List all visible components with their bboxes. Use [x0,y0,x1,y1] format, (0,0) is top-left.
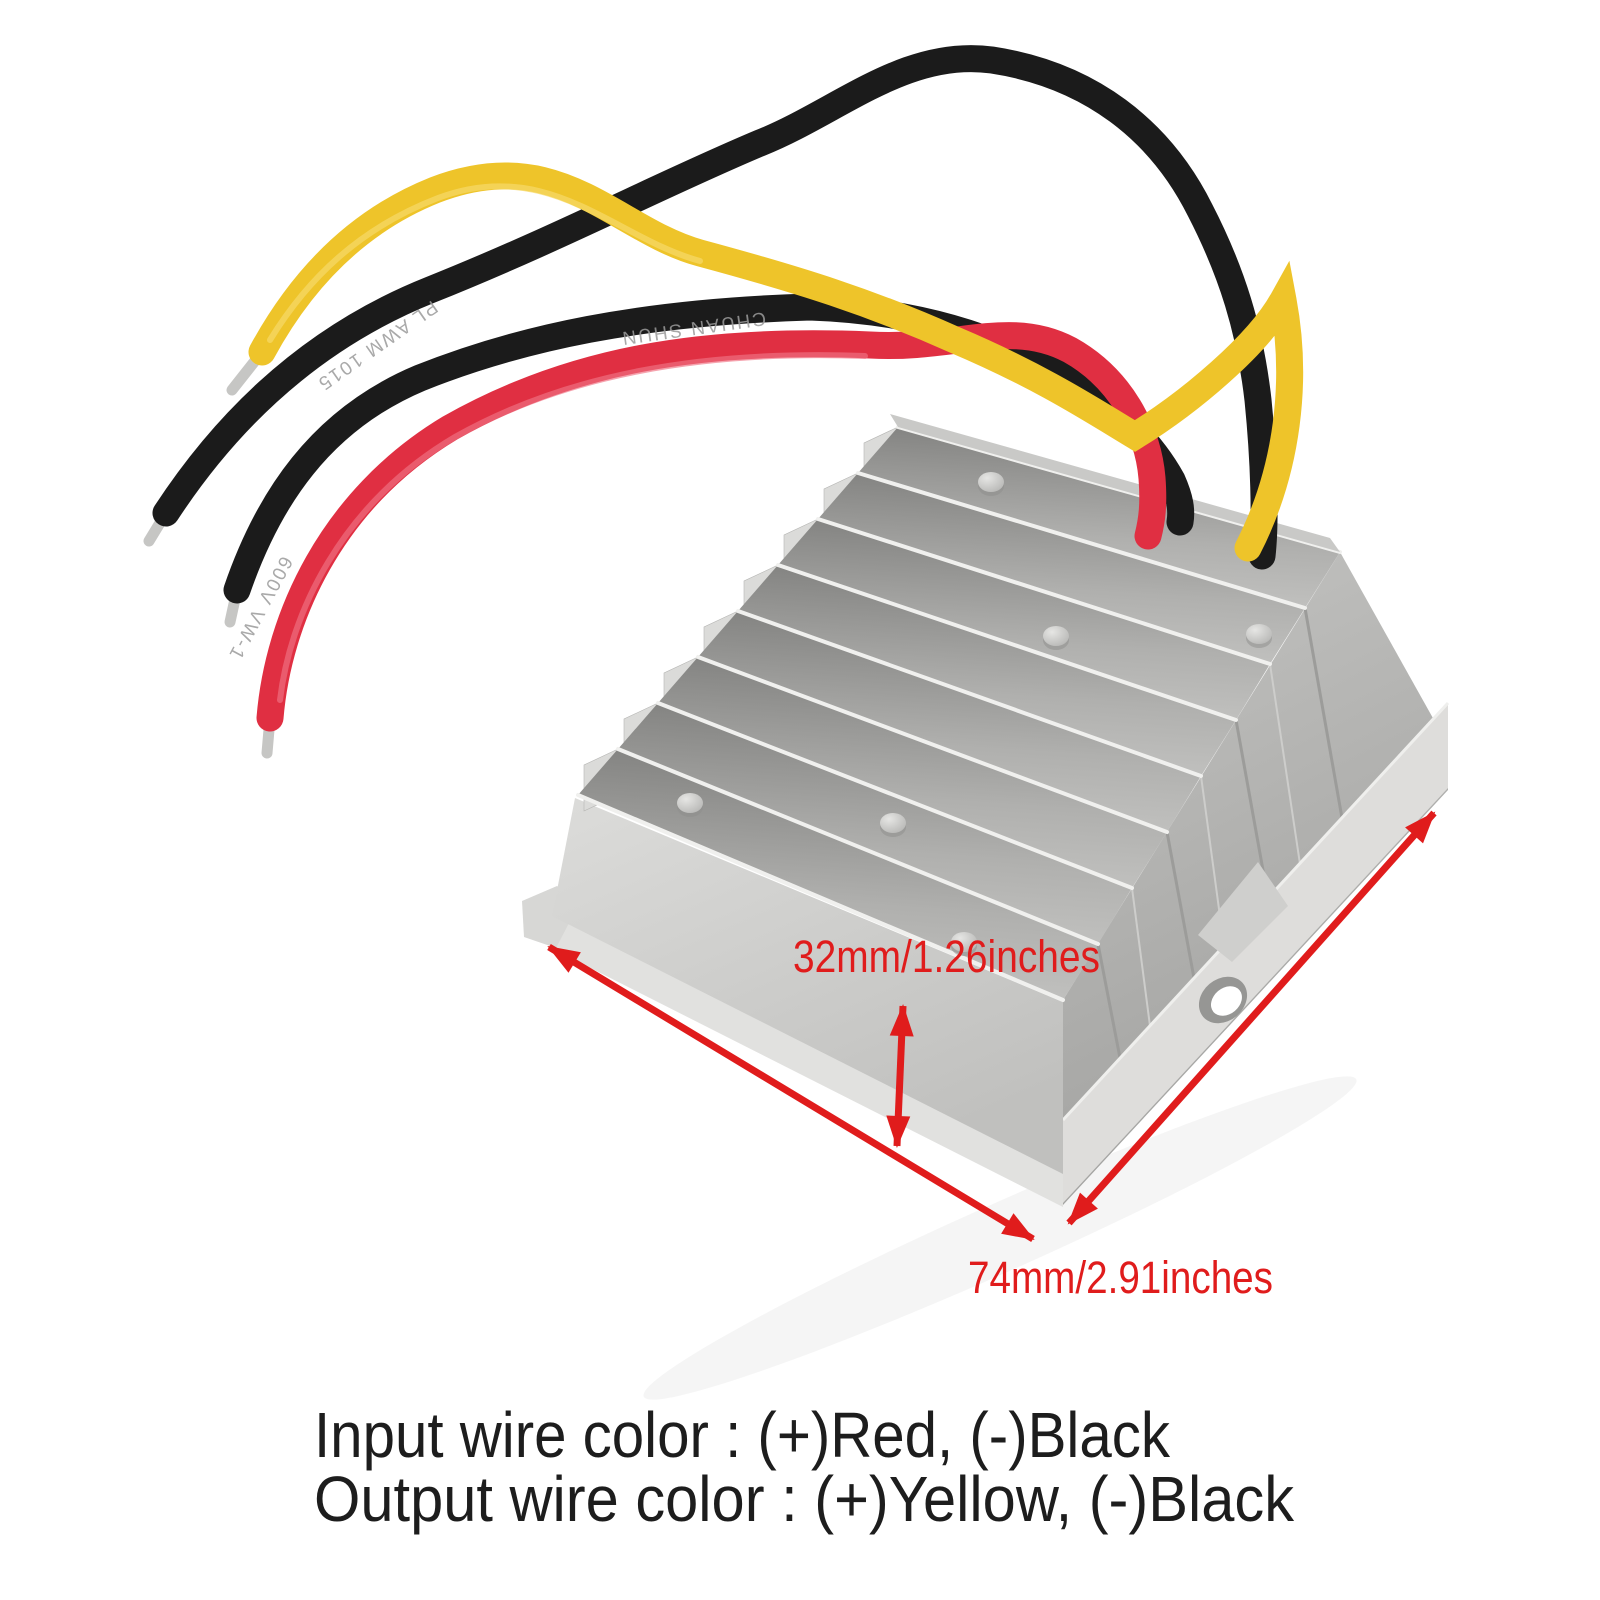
dimension-line-base-right [1066,810,1437,1226]
height-dimension-label: 32mm/1.26inches [793,931,1100,982]
fin-gap [858,427,1340,608]
fin-ridge [616,747,1100,946]
caption: Input wire color : (+)Red, (-)Black Outp… [314,1399,1295,1535]
fin-gap [698,611,1201,832]
fin-ridge [656,701,1134,890]
fin-gap [778,519,1270,720]
screw-boss [978,472,1004,496]
screw-boss [1043,626,1069,650]
fin-ridge [856,471,1307,610]
output-positive-wire-sheen [267,183,703,343]
screw-boss [677,793,703,817]
fin-end-crease [1303,607,1344,819]
fin-gap [618,703,1132,944]
dimension-line-base-left [547,944,1035,1242]
fin-gap [818,473,1305,664]
base-dimension-label: 74mm/2.91inches [968,1252,1273,1303]
dimension-line-height [886,1004,914,1148]
caption-line-2: Output wire color : (+)Yellow, (-)Black [314,1463,1295,1535]
dimension-annotations: 32mm/1.26inches 74mm/2.91inches [547,810,1437,1303]
ground-wire-upper [152,45,1278,570]
input-positive-wire-sheen [277,352,868,703]
output-positive-wire [248,162,1304,562]
screw-bosses [677,472,1272,956]
fin-ridge [816,517,1272,666]
caption-line-1: Input wire color : (+)Red, (-)Black [314,1399,1171,1471]
screw-boss [880,813,906,837]
top-fin-back-edge [890,414,1340,552]
wire-harness: CHUAN SHUN PL AWM 1015 600V VW-1 [143,45,1304,759]
fin-gap [658,657,1167,888]
fin-gap [738,565,1236,776]
fin-ridge [696,655,1169,834]
screw-boss [1246,624,1272,648]
fin-ridge [736,609,1203,778]
fin-ridge [776,563,1238,722]
